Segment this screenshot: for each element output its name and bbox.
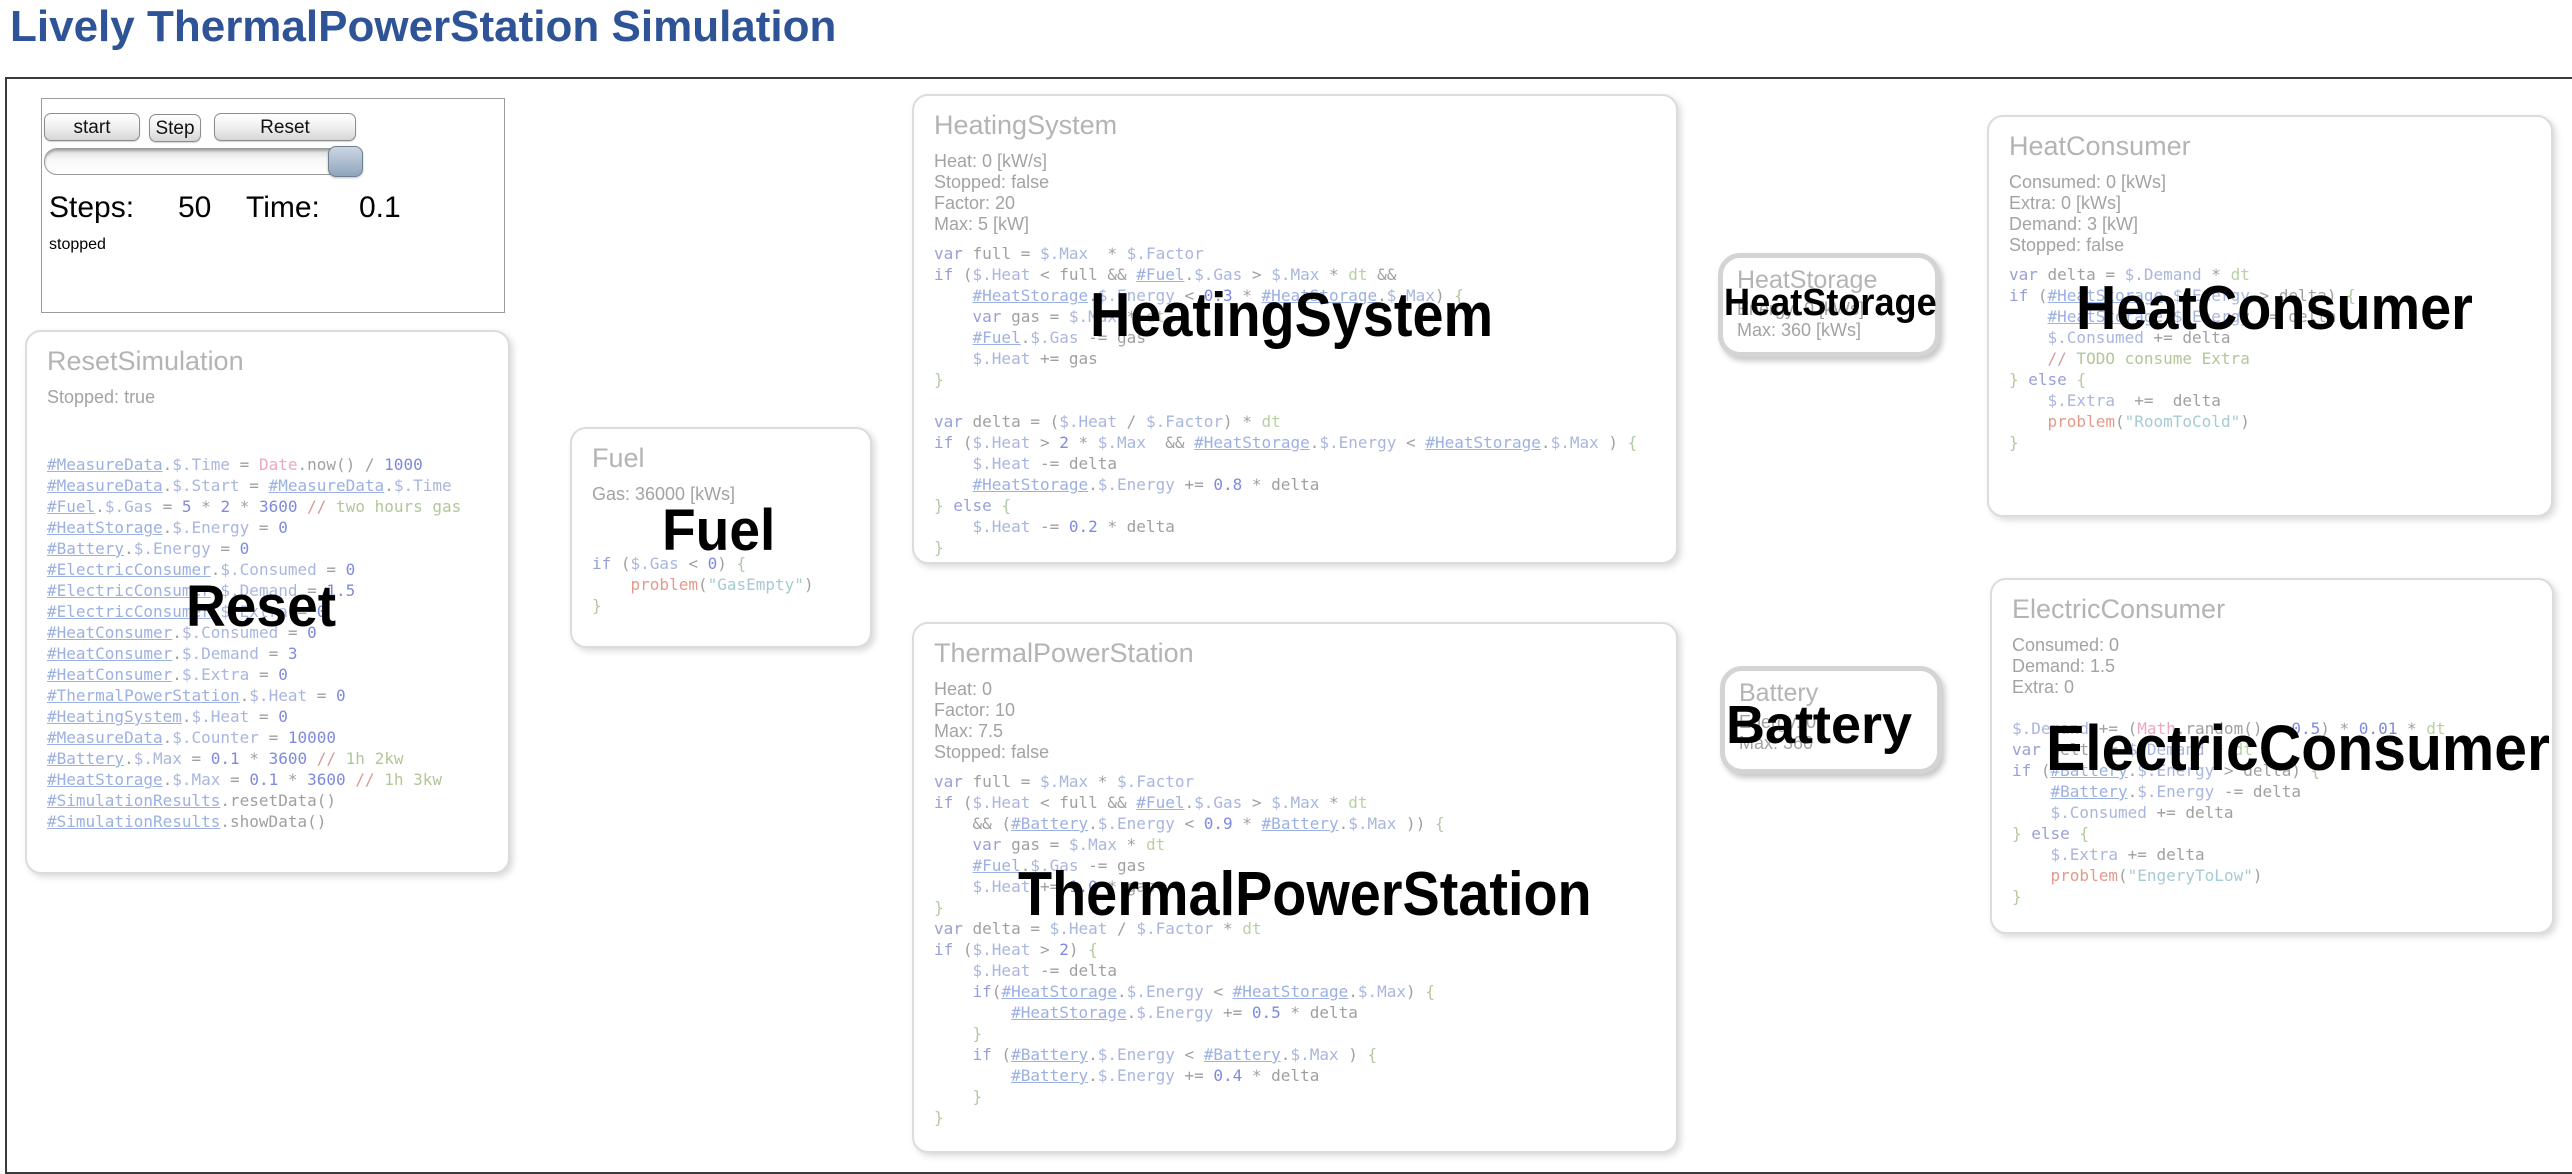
stat-line: Demand: 1.5: [2012, 656, 2116, 676]
stat-line: Max: 5 [kW]: [934, 214, 1030, 234]
status-text: stopped: [49, 236, 106, 253]
overlay-label-reset: Reset: [186, 574, 337, 639]
start-button[interactable]: start: [44, 113, 140, 141]
reset-button[interactable]: Reset: [214, 113, 356, 141]
module-heat-storage[interactable]: HeatStorage Energy: 0 [kWs]Max: 360 [kWs…: [1718, 253, 1940, 357]
stat-line: Max: 7.5: [934, 721, 1004, 741]
overlay-label-battery: Battery: [1726, 695, 1913, 755]
stat-line: Gas: 36000 [kWs]: [592, 484, 736, 504]
module-title: HeatingSystem: [934, 110, 1118, 140]
module-heat-consumer[interactable]: HeatConsumer Consumed: 0 [kWs]Extra: 0 […: [1987, 115, 2553, 517]
stat-line: Extra: 0 [kWs]: [2009, 193, 2122, 213]
steps-value: 50: [178, 191, 212, 224]
stat-line: Energy: 0 [kWs]: [1737, 299, 1865, 319]
stat-line: Demand: 3 [kW]: [2009, 214, 2139, 234]
module-stats: Stopped: true: [47, 387, 488, 408]
overlay-label-fuel: Fuel: [662, 498, 776, 563]
stat-line: Heat: 0 [kW/s]: [934, 151, 1048, 171]
module-title: Battery: [1739, 679, 1819, 707]
module-title: ElectricConsumer: [2012, 594, 2226, 624]
module-title: HeatConsumer: [2009, 131, 2191, 161]
module-title: ResetSimulation: [47, 346, 244, 376]
overlay-label-electric-consumer: ElectricConsumer: [2046, 712, 2550, 784]
time-value: 0.1: [359, 191, 401, 224]
stat-line: Heat: 0: [934, 679, 993, 699]
module-heating-system[interactable]: HeatingSystem Heat: 0 [kW/s]Stopped: fal…: [912, 94, 1678, 564]
module-fuel[interactable]: Fuel Gas: 36000 [kWs] if ($.Gas < 0) { p…: [570, 427, 872, 648]
stat-line: Factor: 20: [934, 193, 1016, 213]
stat-line: Factor: 10: [934, 700, 1016, 720]
module-code[interactable]: #MeasureData.$.Time = Date.now() / 1000#…: [47, 455, 462, 831]
slider-thumb[interactable]: [328, 146, 363, 177]
module-reset-simulation[interactable]: ResetSimulation Stopped: true #MeasureDa…: [25, 330, 510, 874]
steps-label: Steps:: [49, 191, 135, 224]
simulation-container: [5, 77, 2572, 1174]
stat-line: Max: 360 [kWs]: [1737, 320, 1862, 340]
stat-line: Consumed: 0: [2012, 635, 2120, 655]
page-title: Lively ThermalPowerStation Simulation: [10, 2, 837, 51]
stat-line: Stopped: false: [934, 172, 1050, 192]
module-stats: Consumed: 0 [kWs]Extra: 0 [kWs]Demand: 3…: [2009, 172, 2531, 256]
module-code[interactable]: $.Demand += (Math.random() - 0.5) * 0.01…: [2012, 719, 2446, 906]
overlay-label-heat-storage: HeatStorage: [1724, 282, 1937, 324]
stat-line: Stopped: false: [934, 742, 1050, 762]
module-stats: Energy: 0 [kWs]Max: 360 [kWs]: [1737, 299, 1921, 341]
stat-line: Stopped: true: [47, 387, 156, 407]
stat-line: Energy: 0: [1739, 712, 1817, 732]
module-title: ThermalPowerStation: [934, 638, 1194, 668]
stat-line: Max: 360: [1739, 733, 1814, 753]
overlay-label-thermal-power-station: ThermalPowerStation: [1018, 860, 1592, 929]
overlay-label-heat-consumer: HeatConsumer: [2076, 274, 2473, 343]
step-button[interactable]: Step: [149, 114, 201, 142]
time-label: Time:: [246, 191, 320, 224]
speed-slider[interactable]: [44, 146, 363, 177]
control-panel: start Step Reset Steps: 50 Time: 0.1 sto…: [41, 98, 505, 313]
module-title: HeatStorage: [1737, 266, 1878, 294]
stat-line: Consumed: 0 [kWs]: [2009, 172, 2167, 192]
module-stats: Gas: 36000 [kWs]: [592, 484, 850, 505]
module-title: Fuel: [592, 443, 645, 473]
module-code[interactable]: if ($.Gas < 0) { problem("GasEmpty")}: [592, 554, 814, 615]
stat-line: Stopped: false: [2009, 235, 2125, 255]
overlay-label-heating-system: HeatingSystem: [1090, 281, 1494, 350]
stat-line: Extra: 0: [2012, 677, 2075, 697]
